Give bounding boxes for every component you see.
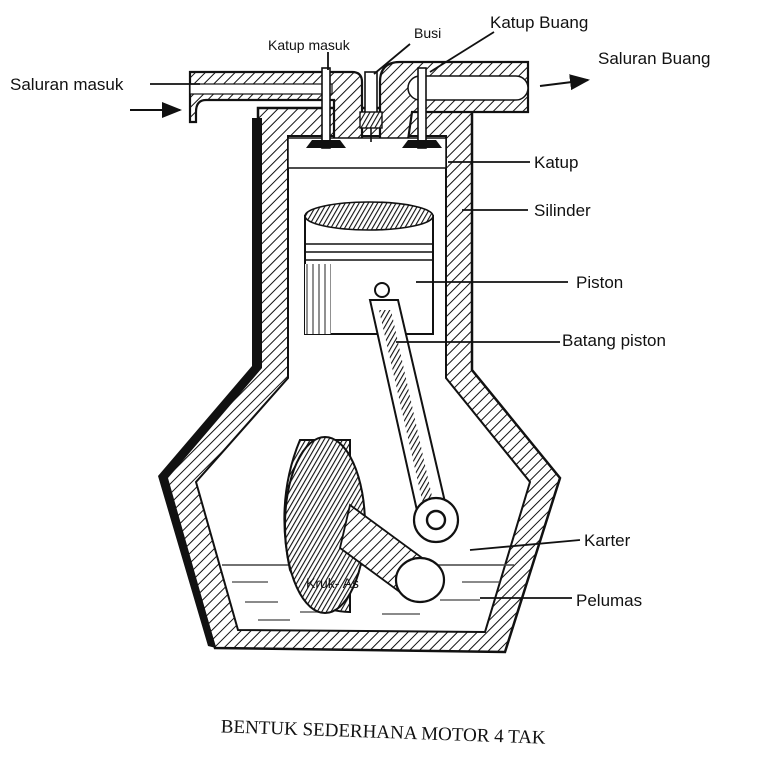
exhaust-valve <box>402 67 442 149</box>
label-piston: Piston <box>576 273 623 292</box>
label-saluran-masuk: Saluran masuk <box>10 75 124 94</box>
piston <box>304 201 434 335</box>
spark-plug <box>359 71 383 142</box>
crankshaft <box>283 436 446 614</box>
diagram-caption: BENTUK SEDERHANA MOTOR 4 TAK <box>220 716 546 748</box>
label-saluran-buang: Saluran Buang <box>598 49 710 68</box>
intake-port <box>188 70 364 142</box>
label-katup: Katup <box>534 153 578 172</box>
label-katup-buang: Katup Buang <box>490 13 588 32</box>
piston-pin <box>374 282 390 298</box>
exhaust-port <box>378 60 530 142</box>
leader-lines <box>150 31 581 599</box>
label-katup-masuk: Katup masuk <box>268 37 351 53</box>
label-kruk-as: Kruk- As <box>306 575 359 591</box>
label-pelumas: Pelumas <box>576 591 642 610</box>
exhaust-flow-arrow <box>539 74 590 91</box>
label-busi: Busi <box>414 25 441 41</box>
label-karter: Karter <box>584 531 631 550</box>
intake-valve <box>306 67 346 149</box>
connecting-rod <box>368 299 460 544</box>
label-batang-piston: Batang piston <box>562 331 666 350</box>
block-left-edge <box>158 118 262 648</box>
label-silinder: Silinder <box>534 201 591 220</box>
